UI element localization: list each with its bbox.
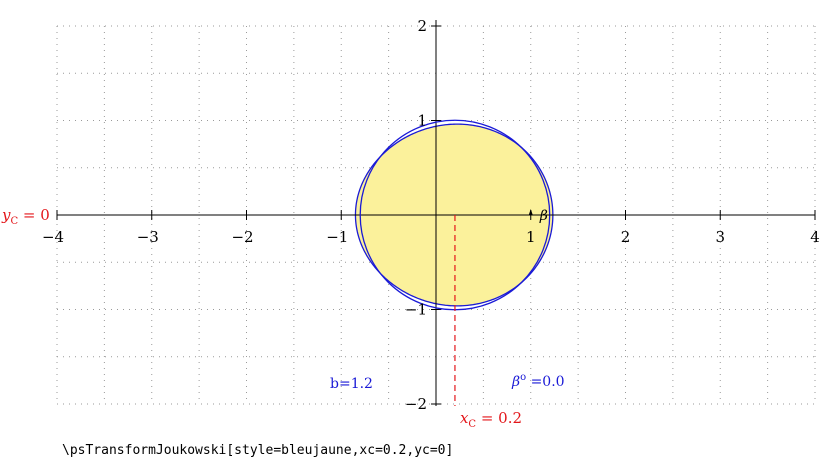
y-tick-label: −2 <box>405 395 427 413</box>
x-tick-labels: −4 −3 −2 −1 1 2 3 4 <box>42 228 820 246</box>
beta-marker-tick <box>528 209 533 215</box>
yc-label: yC = 0 <box>1 206 50 227</box>
x-tick-label: 1 <box>526 228 536 246</box>
y-tick-label: −1 <box>405 301 427 319</box>
y-tick-marks <box>431 25 441 405</box>
code-caption: \psTransformJoukowski[style=bleujaune,xc… <box>62 443 454 458</box>
y-tick-labels: 2 1 −1 −2 <box>405 17 427 413</box>
x-tick-label: −4 <box>42 228 64 246</box>
x-tick-label: 2 <box>621 228 631 246</box>
y-tick-label: 2 <box>417 17 427 35</box>
x-tick-label: 3 <box>715 228 725 246</box>
y-tick-label: 1 <box>417 112 427 130</box>
x-tick-marks <box>56 210 816 220</box>
x-tick-label: −2 <box>231 228 253 246</box>
x-tick-label: −3 <box>137 228 159 246</box>
x-tick-label: 4 <box>810 228 820 246</box>
xc-label: xC = 0.2 <box>460 409 522 430</box>
b-label: b=1.2 <box>330 376 373 392</box>
beta-marker-label: β <box>539 208 548 224</box>
beta-value-label: βo =0.0 <box>511 372 565 390</box>
x-tick-label: −1 <box>326 228 348 246</box>
